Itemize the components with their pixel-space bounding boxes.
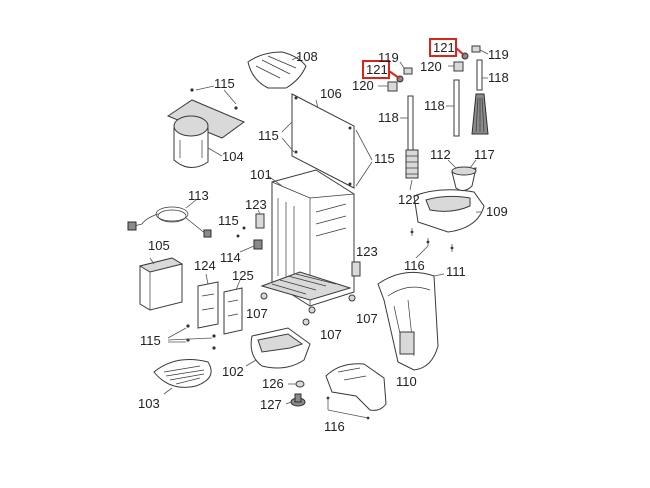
part-118-rod-mid [446,79,460,137]
part-127-knob [285,393,306,407]
part-113-power-cable [127,199,212,238]
part-123-switch-right [351,261,361,277]
label-109: 109 [486,204,508,219]
label-118-right: 118 [488,70,509,85]
part-117-whisk-line [469,159,477,169]
part-102-drip-tray [245,327,311,369]
part-101-frame [260,169,356,326]
label-116-bottom: 116 [324,419,345,434]
label-112: 112 [430,147,451,162]
highlight-121-right [429,38,465,57]
part-123-switch-left [255,209,265,229]
label-120-left: 120 [352,78,374,93]
label-107-right: 107 [356,311,378,326]
label-107-mid: 107 [320,327,342,342]
label-123-left: 123 [245,197,267,212]
part-105-box [138,257,184,311]
label-118-mid: 118 [424,98,445,113]
part-119-coupling-left [399,61,413,75]
part-106-back-panel [281,93,373,189]
label-120-right: 120 [420,59,442,74]
label-126: 126 [262,376,284,391]
label-122: 122 [398,192,420,207]
label-117: 117 [474,147,495,162]
label-121-right: 121 [433,40,455,55]
part-126-cap [288,380,305,388]
part-117-whisk [471,93,489,135]
label-106: 106 [320,86,342,101]
part-112-cup [447,159,477,192]
part-119-coupling-right [471,45,489,55]
part-104-tank [166,99,246,168]
label-121-left: 121 [366,62,388,77]
part-118-rod-left [400,95,414,151]
part-125-panel [223,279,243,335]
label-107-left: 107 [246,306,268,321]
screws-115-top [190,85,238,110]
label-115-bottom: 115 [140,333,161,348]
label-101: 101 [250,167,272,182]
label-115-right: 115 [374,151,395,166]
label-102: 102 [222,364,244,379]
label-105: 105 [148,238,170,253]
label-111: 111 [446,264,466,279]
part-109-tray-cover [413,189,485,233]
label-116-right: 116 [404,258,425,273]
label-118-left: 118 [378,110,399,125]
label-110: 110 [396,374,417,389]
screws-115-bottom [167,324,216,350]
part-108-lid [247,51,307,89]
label-115-left: 115 [258,128,279,143]
screws-115-middle [236,226,246,238]
label-119-left: 119 [378,50,399,65]
label-123-right: 123 [356,244,378,259]
label-124: 124 [194,258,216,273]
screws-116-right [410,228,454,259]
label-104: 104 [222,149,244,164]
part-122-steam-tube [405,149,419,191]
part-114-connector [239,239,263,253]
label-115-mid: 115 [218,213,239,228]
part-120-fitting-left [378,81,398,92]
part-103-grid [153,359,212,395]
label-114: 114 [220,250,241,265]
part-120-fitting-right [448,61,464,72]
label-103: 103 [138,396,160,411]
label-119-right: 119 [488,47,509,62]
label-115-top: 115 [214,76,235,91]
label-125: 125 [232,268,254,283]
label-127: 127 [260,397,282,412]
part-118-rod-right [476,59,488,91]
part-110-lower-cover [325,363,387,420]
label-113: 113 [188,188,209,203]
part-111-reservoir [377,271,445,371]
highlight-121-left [362,60,400,79]
label-108: 108 [296,49,318,64]
part-124-panel [197,273,219,329]
